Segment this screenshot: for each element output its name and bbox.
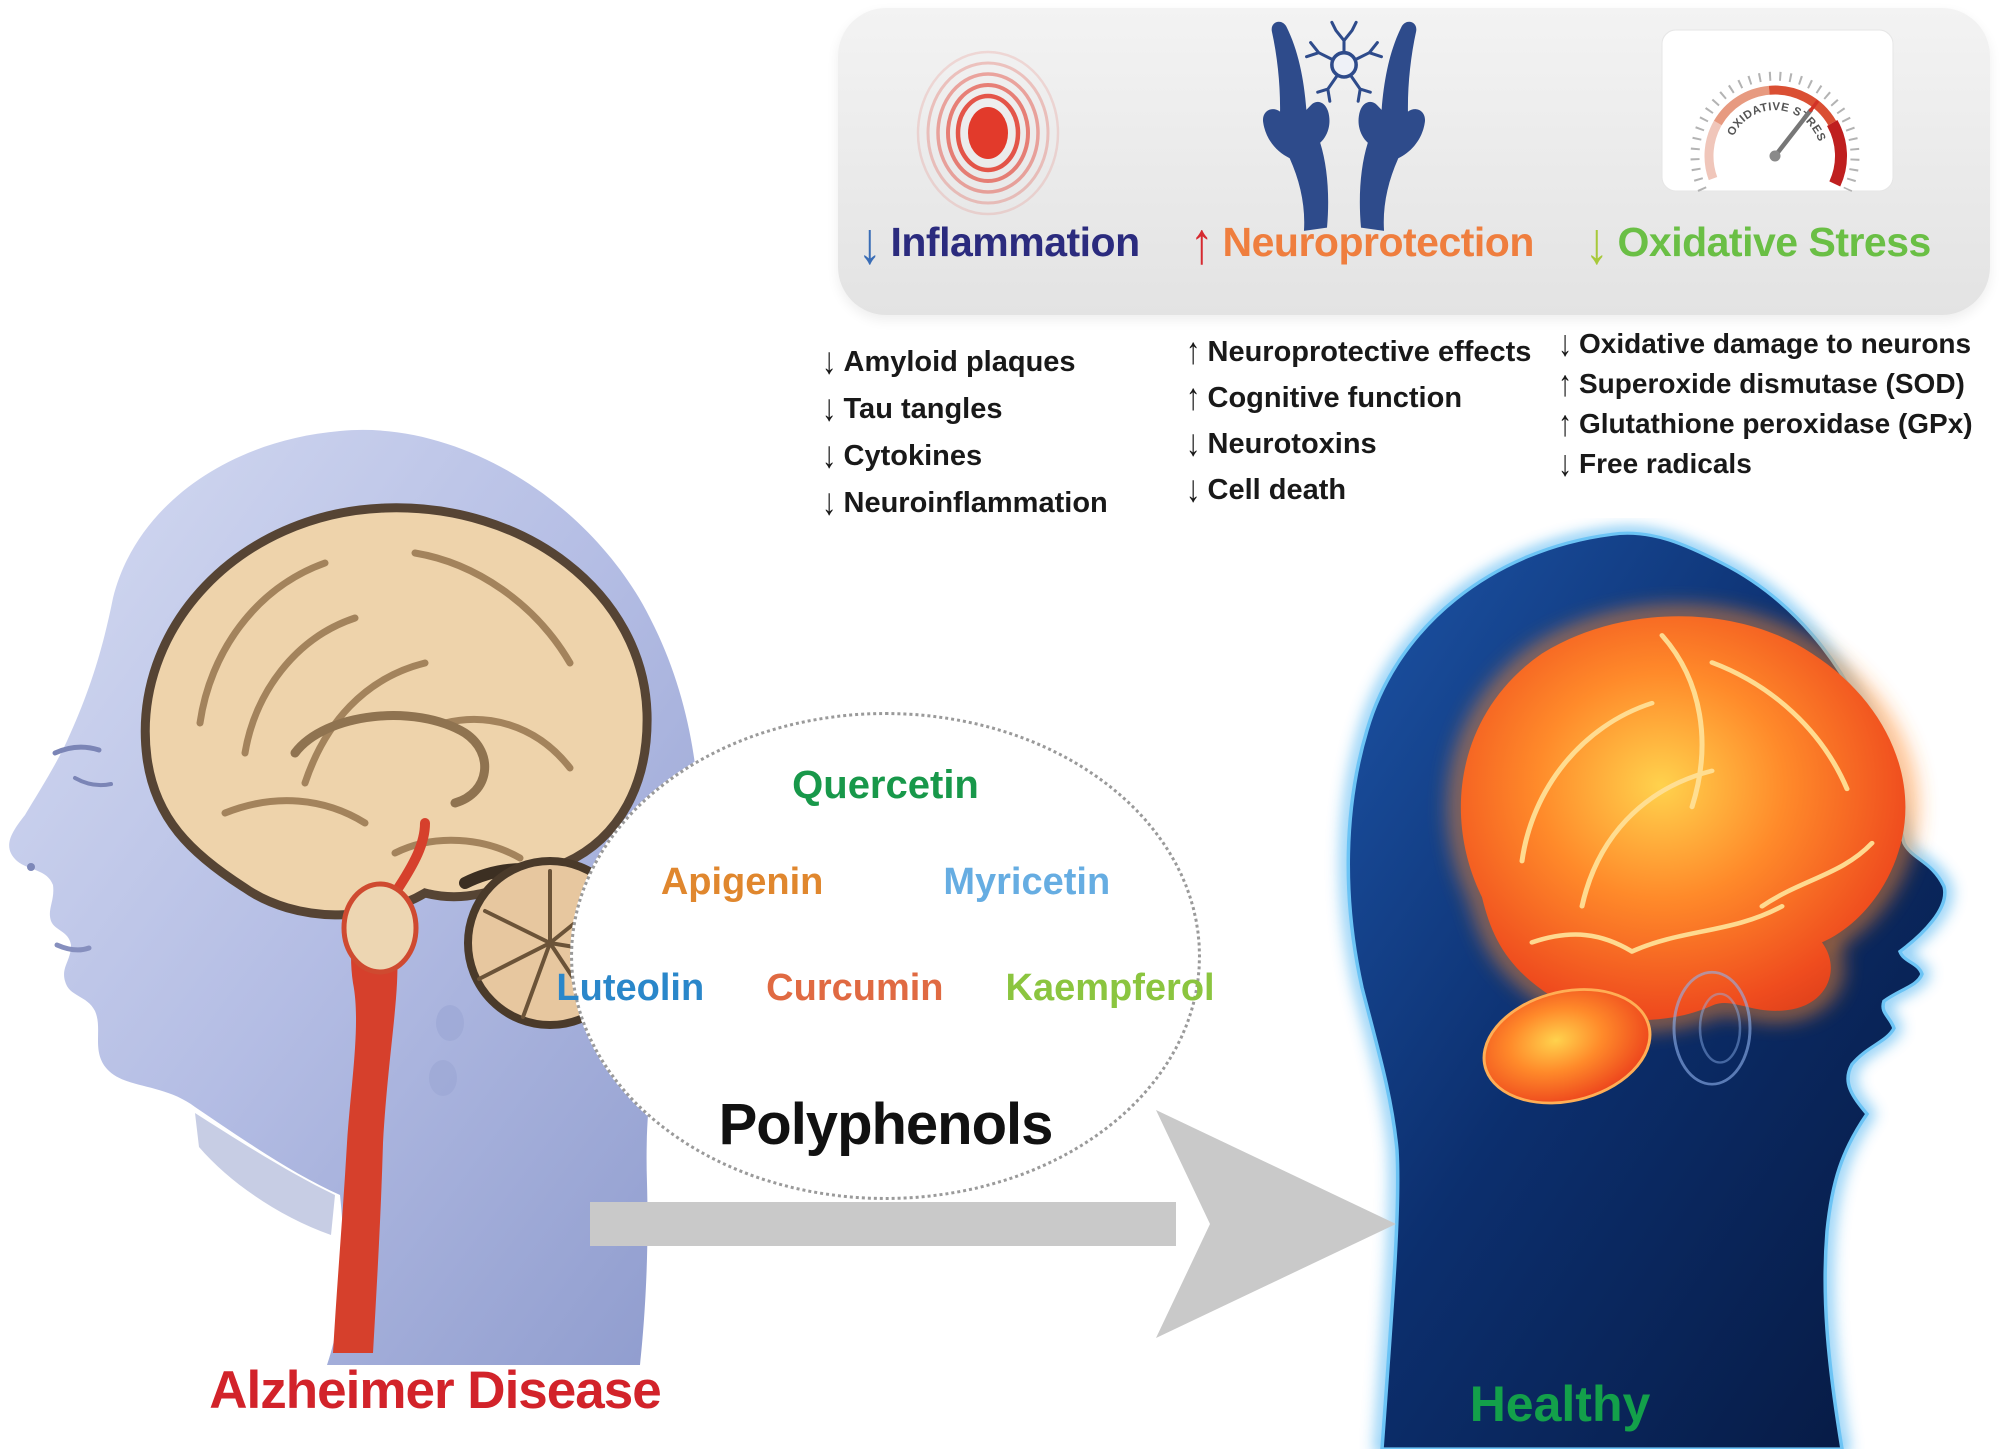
- polyphenol-myricetin: Myricetin: [943, 861, 1111, 903]
- alzheimer-label: Alzheimer Disease: [209, 1361, 661, 1420]
- alzheimer-head-illustration: [9, 429, 700, 1365]
- effect-text: Tau tangles: [843, 393, 1003, 425]
- effect-item: ↑ Neuroprotective effects: [1186, 331, 1532, 373]
- effect-item: ↓ Amyloid plaques: [822, 341, 1108, 383]
- down-arrow-icon: ↓: [1558, 443, 1572, 484]
- effect-text: Oxidative damage to neurons: [1579, 328, 1972, 359]
- inflammation-effects-list: ↓ Amyloid plaques ↓ Tau tangles ↓ Cytoki…: [822, 341, 1108, 524]
- effect-text: Neurotoxins: [1207, 428, 1377, 460]
- up-arrow-icon: ↑: [1186, 331, 1201, 373]
- effect-text: Free radicals: [1579, 448, 1752, 479]
- effect-item: ↓ Neurotoxins: [1186, 423, 1531, 465]
- polyphenol-kaempferol: Kaempferol: [1005, 967, 1215, 1009]
- effect-item: ↓ Tau tangles: [822, 388, 1108, 430]
- down-arrow-icon: ↓: [822, 388, 837, 430]
- up-arrow-icon: ↑: [1558, 403, 1572, 444]
- effect-item: ↓ Cell death: [1186, 469, 1531, 511]
- heading-inflammation: ↓ Inflammation: [858, 208, 1141, 276]
- down-arrow-icon: ↓: [1186, 423, 1201, 465]
- heading-inflammation-label: Inflammation: [890, 218, 1141, 265]
- down-arrow-icon: ↓: [1585, 208, 1609, 276]
- down-arrow-icon: ↓: [858, 208, 882, 276]
- inflammation-rings-icon: [916, 50, 1060, 216]
- effect-text: Neuroinflammation: [843, 487, 1108, 519]
- effect-item: ↓ Cytokines: [822, 435, 1108, 477]
- polyphenol-quercetin: Quercetin: [792, 763, 979, 807]
- effect-item: ↓ Neuroinflammation: [822, 482, 1108, 524]
- effect-item: ↓ Oxidative damage to neurons: [1558, 323, 1973, 364]
- transition-arrow: [590, 1110, 1396, 1338]
- effect-item: ↑ Glutathione peroxidase (GPx): [1558, 403, 1973, 444]
- polyphenols-title: Polyphenols: [718, 1092, 1054, 1157]
- polyphenol-luteolin: Luteolin: [556, 967, 705, 1009]
- neuroprotection-effects-list: ↑ Neuroprotective effects ↑ Cognitive fu…: [1186, 331, 1532, 511]
- up-arrow-icon: ↑: [1190, 208, 1214, 276]
- healthy-label: Healthy: [1469, 1376, 1651, 1432]
- effect-text: Glutathione peroxidase (GPx): [1579, 408, 1973, 439]
- heading-oxidative-stress: ↓ Oxidative Stress: [1585, 208, 1932, 276]
- down-arrow-icon: ↓: [822, 482, 837, 524]
- neuron-icon: [1305, 20, 1383, 103]
- effect-text: Cell death: [1207, 474, 1347, 506]
- effect-item: ↑ Superoxide dismutase (SOD): [1558, 363, 1973, 404]
- up-arrow-icon: ↑: [1186, 377, 1201, 419]
- up-arrow-icon: ↑: [1558, 363, 1572, 404]
- effect-text: Cytokines: [843, 440, 983, 472]
- heading-neuroprotection: ↑ Neuroprotection: [1190, 208, 1535, 276]
- oxidative-stress-gauge-icon: OXIDATIVE STRESS: [1660, 28, 1894, 192]
- heading-oxidative-stress-label: Oxidative Stress: [1617, 218, 1932, 265]
- down-arrow-icon: ↓: [1558, 323, 1572, 364]
- down-arrow-icon: ↓: [822, 435, 837, 477]
- polyphenols-oval: Quercetin Apigenin Myricetin Luteolin Cu…: [556, 712, 1215, 1200]
- down-arrow-icon: ↓: [1186, 469, 1201, 511]
- neuroprotection-hands-icon: [1263, 20, 1425, 231]
- effect-text: Amyloid plaques: [843, 346, 1076, 378]
- effect-item: ↓ Free radicals: [1558, 443, 1973, 484]
- polyphenol-apigenin: Apigenin: [660, 861, 824, 903]
- polyphenol-curcumin: Curcumin: [766, 967, 944, 1009]
- oxidative-stress-effects-list: ↓ Oxidative damage to neurons ↑ Superoxi…: [1558, 323, 1973, 484]
- heading-neuroprotection-label: Neuroprotection: [1222, 218, 1535, 265]
- effect-text: Neuroprotective effects: [1207, 336, 1532, 368]
- effect-text: Superoxide dismutase (SOD): [1579, 368, 1965, 399]
- effect-item: ↑ Cognitive function: [1186, 377, 1531, 419]
- effect-text: Cognitive function: [1207, 382, 1463, 414]
- down-arrow-icon: ↓: [822, 341, 837, 383]
- healthy-head-illustration: [1342, 527, 1951, 1449]
